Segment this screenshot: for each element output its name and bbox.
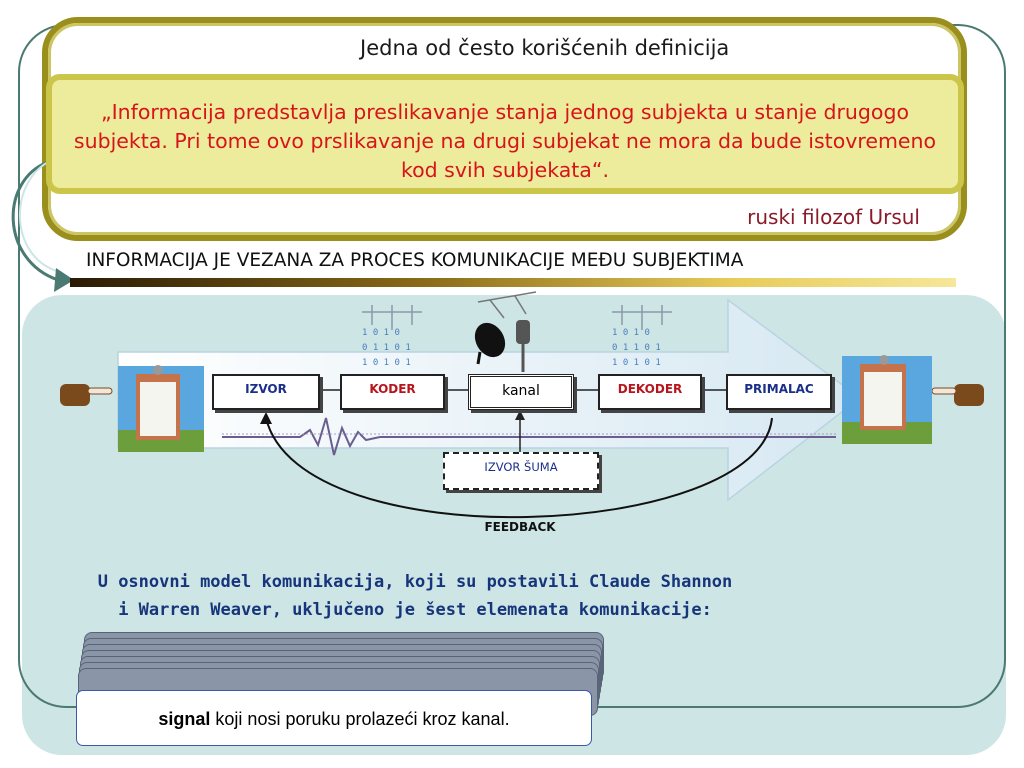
definition-quote: „Informacija predstavlja preslikavanje s… [73, 100, 937, 182]
banner-underline [70, 278, 956, 287]
binary-data-icon: 1 0 1 0 0 1 1 0 1 1 0 1 0 1 1 0 1 0 0 1 1 0… [362, 328, 661, 368]
intro-line-2: i Warren Weaver, uključeno je šest eleme… [118, 600, 712, 620]
hand-pointer-right-icon [931, 384, 984, 406]
svg-text:1 0 1 0: 1 0 1 0 [362, 328, 400, 338]
signal-card-text: koji nosi poruku prolazeći kroz kanal. [210, 709, 510, 729]
signal-wave [222, 417, 836, 456]
svg-text:1 0 1 0 1: 1 0 1 0 1 [362, 358, 411, 368]
box-kanal: kanal [468, 374, 574, 410]
box-izvor: IZVOR [212, 374, 320, 410]
quote-box [46, 74, 964, 194]
box-dekoder: DEKODER [598, 374, 702, 410]
box-koder: KODER [340, 374, 445, 410]
page-heading: Jedna od često korišćenih definicija [360, 36, 730, 60]
svg-text:0 1 1 0 1: 0 1 1 0 1 [612, 343, 661, 353]
feedback-curve [265, 417, 773, 519]
feedback-label: FEEDBACK [484, 520, 556, 534]
svg-text:1 0 1 0 1: 1 0 1 0 1 [612, 358, 661, 368]
signal-card-bold: signal [158, 709, 211, 729]
svg-text:1 0 1 0: 1 0 1 0 [612, 328, 650, 338]
svg-text:0 1 1 0 1: 0 1 1 0 1 [362, 343, 411, 353]
clipboard-image-left [118, 365, 204, 452]
curved-arrow-icon [11, 159, 74, 292]
quote-author: ruski filozof Ursul [747, 205, 920, 229]
circuit-icon [362, 305, 672, 330]
signal-card: signal koji nosi poruku prolazeći kroz k… [76, 690, 592, 746]
box-izvor-suma: IZVOR ŠUMA [443, 452, 599, 490]
satellite-icon [474, 322, 506, 365]
banner-title: INFORMACIJA JE VEZANA ZA PROCES KOMUNIKA… [86, 250, 744, 271]
box-primalac: PRIMALAC [726, 374, 832, 410]
antenna-icon [477, 291, 537, 319]
intro-line-1: U osnovni model komunikacija, koji su po… [97, 572, 733, 592]
clipboard-image-right [842, 355, 932, 444]
intro-text: U osnovni model komunikacija, koji su po… [60, 568, 770, 624]
hand-pointer-left-icon [60, 384, 113, 406]
phone-icon [516, 320, 530, 372]
